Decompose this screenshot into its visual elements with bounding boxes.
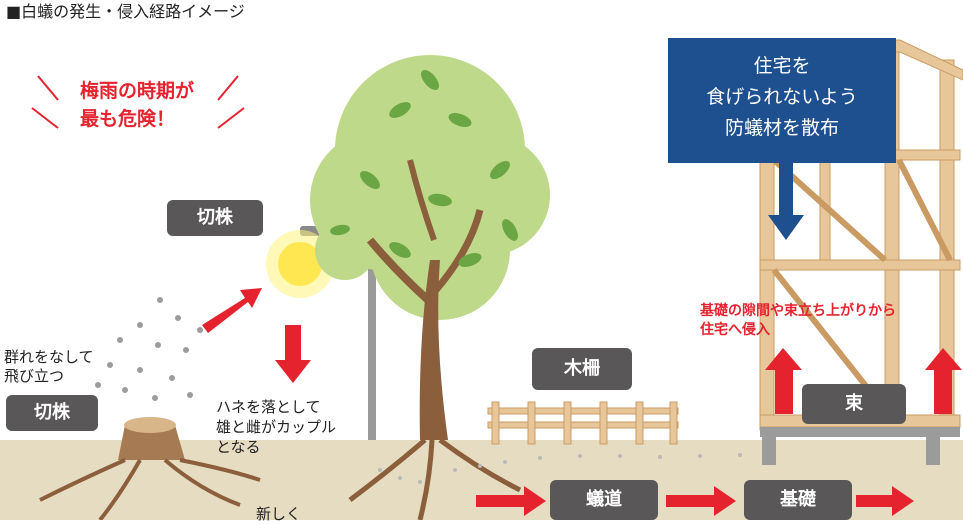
label-stump-top: 切株	[167, 200, 263, 236]
label-tsuka: 束	[802, 384, 906, 424]
stump	[39, 417, 261, 520]
termite-swarm	[95, 297, 203, 401]
blue-box-line-1: 住宅を	[753, 55, 811, 77]
note-intrusion-1: 基礎の隙間や束立ち上がりから	[700, 303, 896, 319]
note-mate-1: ハネを落として	[216, 398, 321, 416]
blue-down-arrow	[768, 163, 804, 240]
red-arrows-bottom	[476, 486, 914, 516]
tree	[310, 55, 550, 520]
fence	[487, 401, 679, 445]
warning-marks	[31, 75, 245, 129]
blue-box-line-2: 食げられないよう	[706, 86, 858, 108]
note-mate-3: となる	[216, 438, 261, 456]
label-foundation: 基礎	[744, 480, 852, 520]
note-mate-2: 雄と雌がカップル	[216, 418, 337, 436]
red-arrow-up-right	[202, 288, 262, 333]
underground-path	[378, 453, 742, 484]
warning-line-2: 最も危険！	[80, 108, 176, 130]
red-arrow-down	[275, 325, 311, 383]
label-tunnel: 蟻道	[550, 480, 658, 520]
diagram-title: ■白蟻の発生・侵入経路イメージ	[6, 2, 245, 21]
foundation-posts	[760, 427, 960, 465]
red-up-arrows	[765, 348, 962, 414]
label-fence: 木柵	[532, 348, 632, 390]
blue-box-line-3: 防蟻材を散布	[724, 117, 839, 139]
note-swarm-2: 飛び立つ	[4, 367, 65, 385]
warning-line-1: 梅雨の時期が	[80, 80, 195, 102]
note-swarm-1: 群れをなして	[4, 348, 94, 366]
note-new-colony: 新しく	[256, 505, 302, 523]
blue-notice-box	[668, 38, 896, 163]
note-intrusion-2: 住宅へ侵入	[700, 322, 770, 338]
label-stump-left: 切株	[6, 395, 98, 431]
